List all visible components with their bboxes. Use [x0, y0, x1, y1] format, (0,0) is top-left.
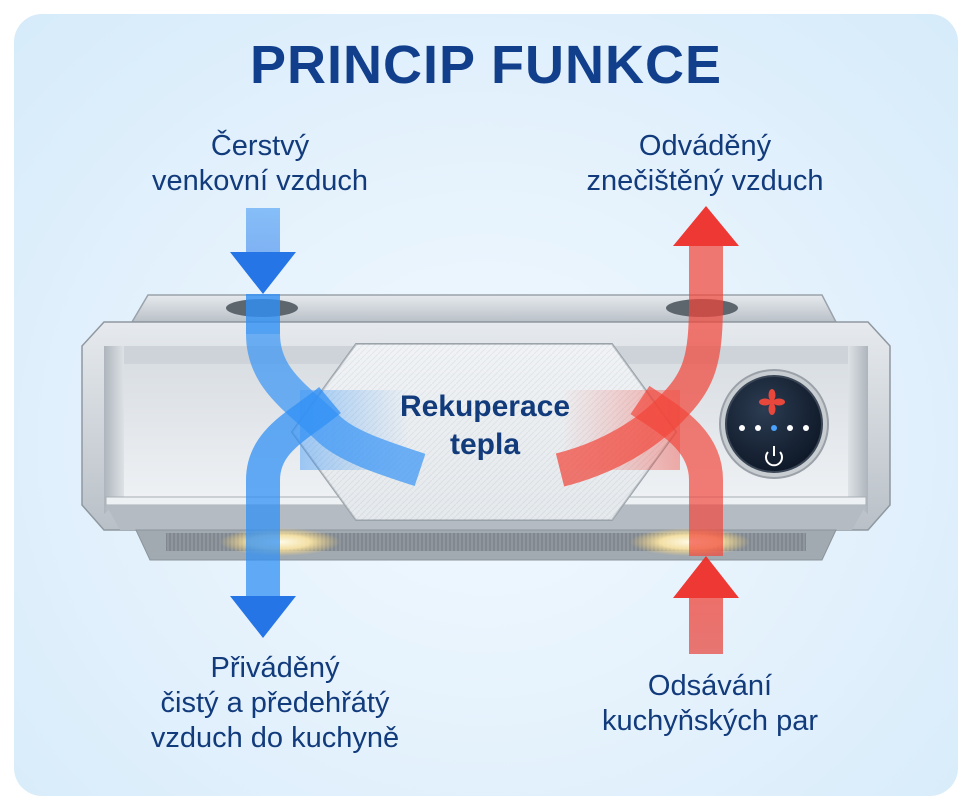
supply-air-arrow-icon: [230, 596, 296, 638]
supply-air-line-1: Přiváděný: [210, 652, 340, 684]
supply-air-line-2: čistý a předehřátý: [160, 687, 390, 719]
fresh-air-line-2: venkovní vzduch: [151, 165, 368, 197]
exhaust-air-label: Odváděný znečištěný vzduch: [540, 129, 870, 199]
extraction-line-2: kuchyňských par: [602, 705, 818, 737]
panel-indicator-4[interactable]: [787, 425, 793, 431]
panel-indicator-1[interactable]: [739, 425, 745, 431]
exhaust-arrow-icon: [673, 206, 739, 246]
page-title: PRINCIP FUNKCE: [249, 35, 723, 95]
extraction-line-1: Odsávání: [647, 670, 773, 702]
heat-recovery-label: Rekuperace tepla: [360, 388, 610, 464]
panel-indicator-5[interactable]: [803, 425, 809, 431]
exhaust-air-line-1: Odváděný: [638, 130, 772, 162]
control-panel: [719, 369, 829, 479]
power-icon[interactable]: [765, 446, 783, 467]
heat-recovery-line-1: Rekuperace: [399, 390, 571, 423]
fresh-air-label: Čerstvý venkovní vzduch: [110, 129, 410, 199]
heat-recovery-line-2: tepla: [449, 428, 521, 461]
exhaust-air-line-2: znečištěný vzduch: [586, 165, 824, 197]
supply-air-label: Přiváděný čistý a předehřátý vzduch do k…: [110, 651, 440, 756]
fresh-air-line-1: Čerstvý: [210, 130, 310, 162]
fan-icon[interactable]: [759, 389, 785, 415]
panel-indicator-2[interactable]: [755, 425, 761, 431]
fresh-air-arrow-icon: [230, 252, 296, 294]
panel-indicator-3[interactable]: [771, 425, 777, 431]
extraction-label: Odsávání kuchyňských par: [560, 669, 860, 739]
fresh-air-flow: [230, 208, 426, 487]
extraction-arrow-icon: [673, 556, 739, 598]
exhaust-air-flow: [555, 206, 739, 487]
supply-air-line-3: vzduch do kuchyně: [150, 722, 400, 754]
hood-top-plate: [130, 294, 838, 323]
supply-air-flow: [230, 386, 341, 638]
